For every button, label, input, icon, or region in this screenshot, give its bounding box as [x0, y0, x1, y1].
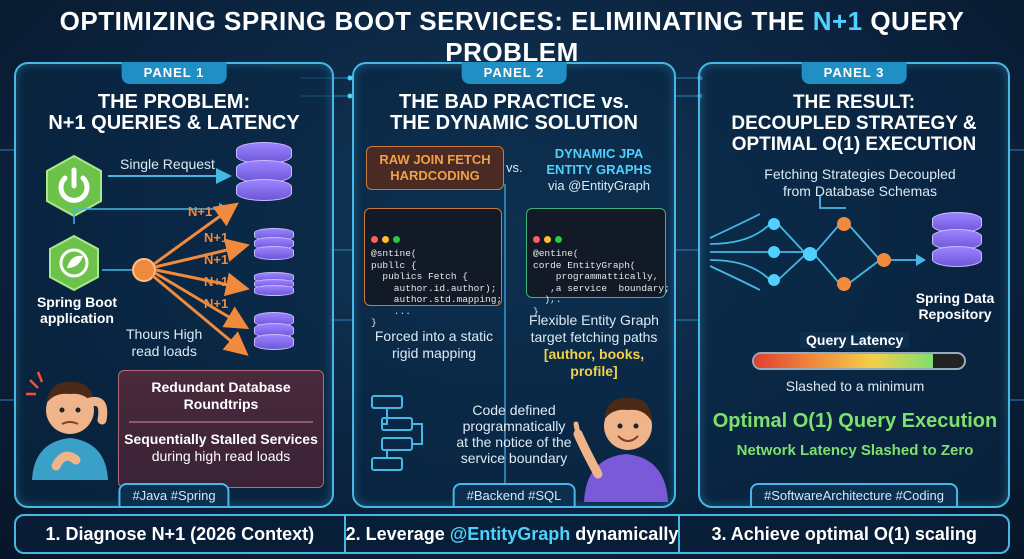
step-2-before: 2. Leverage [345, 524, 450, 544]
read-loads-line2: read loads [131, 343, 197, 359]
decoupled-node-graph [709, 196, 926, 291]
good-line3: via @EntityGraph [547, 178, 651, 193]
panel1-heading-line2: N+1 QUERIES & LATENCY [48, 112, 300, 134]
bad-caption-line1: Forced into a static [374, 328, 494, 344]
result-headline: Optimal O(1) Query Execution [712, 410, 998, 432]
step-3: 3. Achieve optimal O(1) scaling [711, 524, 977, 544]
latency-caption: Slashed to a minimum [785, 378, 925, 394]
bad-code-window: @sntine( publlc { publics Fetch { author… [364, 208, 502, 328]
app-label-line2: application [40, 310, 114, 326]
panel2-heading-line2: THE DYNAMIC SOLUTION [390, 112, 638, 134]
code-note-line2: programnatically [462, 418, 566, 434]
bad-practice-box: RAW JOIN FETCH HARDCODING [366, 146, 504, 190]
read-loads-line1: Thours High [126, 326, 203, 342]
bad-caption: Forced into a static rigid mapping [364, 328, 504, 362]
divider [504, 184, 506, 484]
database-icon [932, 212, 982, 280]
good-caption-line1: Flexible Entity Graph [529, 312, 659, 328]
database-icon [254, 272, 294, 308]
code-note-line1: Code defined [472, 402, 556, 418]
panel3-hashtags: #SoftwareArchitecture #Coding [750, 483, 958, 508]
strategy-label: Fetching Strategies Decoupled from Datab… [740, 166, 980, 200]
latency-meter [752, 352, 966, 370]
app-label: Spring Boot application [22, 294, 132, 326]
bad-line2: HARDCODING [390, 168, 480, 183]
single-request-label: Single Request [120, 156, 215, 172]
panel3-heading-line3: OPTIMAL O(1) EXECUTION [731, 134, 977, 155]
window-controls [533, 236, 659, 243]
good-line1: DYNAMIC JPA [554, 146, 644, 161]
repo-line1: Spring Data [915, 290, 995, 306]
code-note: Code defined programnatically at the not… [446, 402, 582, 466]
good-practice-header: DYNAMIC JPA ENTITY GRAPHS via @EntityGra… [532, 146, 666, 194]
n1-query-arrows [73, 168, 250, 356]
panel2-tab: PANEL 2 [461, 62, 567, 84]
latency-meter-fill [754, 354, 933, 368]
good-code-window: @entine( corde EntityGraph( programmatti… [526, 208, 670, 317]
issue2-line2: during high read loads [151, 448, 291, 464]
n1-label: N+1 [204, 274, 229, 289]
issue1-line1: Redundant Database [151, 379, 291, 395]
happy-developer-illustration [573, 397, 668, 502]
title-before: OPTIMIZING SPRING BOOT SERVICES: ELIMINA… [59, 6, 813, 36]
app-label-line1: Spring Boot [36, 294, 118, 310]
issue2-line1: Sequentially Stalled Services [124, 431, 318, 447]
good-caption-line3: [author, books, profile] [543, 346, 645, 379]
n1-label: N+1 [204, 230, 229, 245]
strategy-line2: from Database Schemas [782, 183, 938, 199]
stressed-developer-illustration [26, 371, 108, 480]
panel1-hashtags: #Java #Spring [118, 483, 230, 508]
panel3-heading: THE RESULT: DECOUPLED STRATEGY & OPTIMAL… [700, 92, 1008, 155]
database-icon [254, 228, 294, 272]
window-controls [371, 236, 495, 243]
title-accent: N+1 [812, 6, 863, 36]
spring-leaf-icon [49, 234, 99, 292]
issue1-line2: Roundtrips [183, 396, 259, 412]
power-icon [46, 154, 102, 218]
step-2-after: dynamically [570, 524, 679, 544]
step-2-accent: @EntityGraph [449, 524, 571, 544]
panel2-heading: THE BAD PRACTICE vs. THE DYNAMIC SOLUTIO… [354, 92, 674, 134]
good-line2: ENTITY GRAPHS [546, 162, 652, 177]
panel-problem: PANEL 1 THE PROBLEM: N+1 QUERIES & LATEN… [14, 62, 334, 508]
panel2-heading-line1: THE BAD PRACTICE vs. [398, 91, 630, 113]
strategy-line1: Fetching Strategies Decoupled [764, 166, 956, 182]
panel1-heading-line1: THE PROBLEM: [97, 91, 251, 113]
panel-solution: PANEL 2 THE BAD PRACTICE vs. THE DYNAMIC… [352, 62, 676, 508]
database-icon [254, 312, 294, 362]
vs-label: vs. [506, 160, 523, 175]
page-title: OPTIMIZING SPRING BOOT SERVICES: ELIMINA… [0, 6, 1024, 68]
repo-label: Spring Data Repository [900, 290, 1010, 322]
result-subline: Network Latency Slashed to Zero [736, 442, 974, 459]
flowchart-icon [371, 395, 423, 471]
step-1: 1. Diagnose N+1 (2026 Context) [16, 516, 346, 552]
panel3-tab: PANEL 3 [801, 62, 907, 84]
step-2: 2. Leverage @EntityGraph dynamically [346, 516, 681, 552]
panel2-hashtags: #Backend #SQL [452, 483, 576, 508]
bad-line1: RAW JOIN FETCH [379, 152, 491, 167]
code-note-line4: service boundary [460, 450, 568, 466]
steps-bar: 1. Diagnose N+1 (2026 Context) 2. Levera… [14, 514, 1010, 554]
bad-caption-line2: rigid mapping [391, 345, 477, 361]
good-caption: Flexible Entity Graph target fetching pa… [520, 312, 668, 380]
bad-code-text: @sntine( publlc { publics Fetch { author… [371, 248, 503, 328]
good-caption-line2: target fetching paths [530, 329, 658, 345]
issues-box: Redundant Database Roundtrips Sequential… [118, 370, 324, 488]
n1-label: N+1 [204, 252, 229, 267]
panel3-heading-line1: THE RESULT: [792, 92, 916, 113]
n1-label: N+1 [188, 204, 213, 219]
n1-label: N+1 [204, 296, 229, 311]
good-code-text: @entine( corde EntityGraph( programmatti… [533, 248, 670, 317]
read-loads-label: Thours High read loads [126, 326, 202, 360]
code-note-line3: at the notice of the [456, 434, 572, 450]
database-icon [236, 142, 292, 214]
latency-title: Query Latency [800, 332, 910, 348]
repo-line2: Repository [918, 306, 992, 322]
panel1-tab: PANEL 1 [121, 62, 227, 84]
panel-result: PANEL 3 THE RESULT: DECOUPLED STRATEGY &… [698, 62, 1010, 508]
panel3-heading-line2: DECOUPLED STRATEGY & [731, 113, 977, 134]
panel1-heading: THE PROBLEM: N+1 QUERIES & LATENCY [16, 92, 332, 134]
